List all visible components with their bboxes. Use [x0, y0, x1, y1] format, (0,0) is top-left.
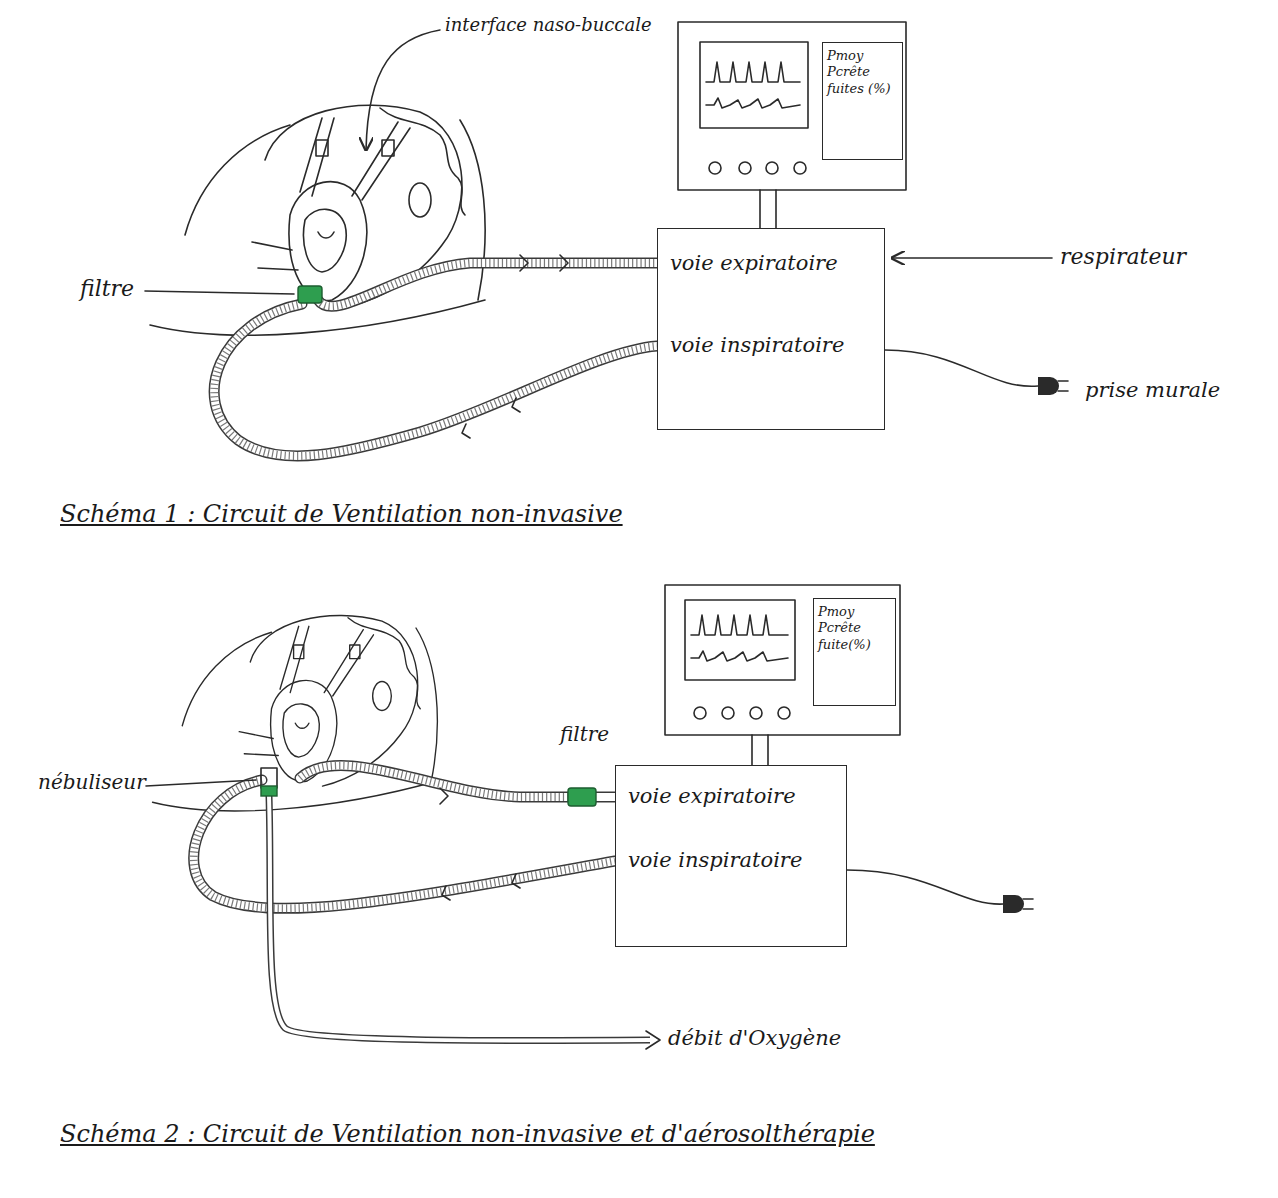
expiratory-tube	[318, 263, 657, 306]
monitor-frame	[678, 22, 906, 190]
pressure-wave	[691, 615, 788, 635]
leader-line	[146, 780, 256, 786]
expiratory-tube	[300, 765, 568, 797]
patient-figure	[153, 615, 438, 810]
callout-label: interface naso-buccale	[445, 14, 652, 36]
monitor-stand	[760, 190, 776, 228]
flow-arrow	[440, 788, 448, 804]
inspiratory-tube	[214, 304, 657, 456]
knob	[709, 162, 721, 174]
plug-prongs	[1058, 381, 1068, 391]
monitor-frame	[665, 585, 900, 735]
nebulizer-symbol	[261, 768, 277, 788]
figure-caption: Schéma 2 : Circuit de Ventilation non-in…	[60, 1120, 875, 1149]
patient-figure	[150, 105, 485, 335]
leader-arrow	[366, 30, 440, 150]
expiratory-tube	[596, 792, 615, 803]
knob	[794, 162, 806, 174]
flow-arrow	[462, 398, 520, 438]
filter-symbol	[298, 286, 322, 303]
inspiratory-tube	[194, 780, 615, 908]
figure-caption: Schéma 1 : Circuit de Ventilation non-in…	[60, 500, 623, 529]
plug-symbol	[1003, 895, 1024, 913]
expiratory-tube	[300, 765, 568, 797]
inspiratory-tube	[194, 780, 615, 908]
tubing	[214, 255, 657, 456]
oxygen-arrow	[646, 1031, 660, 1049]
monitor	[678, 22, 906, 228]
knob	[722, 707, 734, 719]
expiratory-tube	[300, 765, 568, 797]
expiratory-tube	[318, 263, 657, 306]
filter-symbol	[568, 788, 596, 806]
inspiratory-tube	[214, 304, 657, 456]
inspiratory-tube	[214, 304, 657, 456]
ventilator-box: voie expiratoire voie inspiratoire	[657, 228, 885, 430]
flow-wave	[706, 98, 800, 108]
power-cord	[847, 870, 1003, 904]
monitor-readout-panel: Pmoy Pcrête fuites (%)	[822, 42, 903, 160]
knob	[766, 162, 778, 174]
oxygen-tube	[269, 796, 650, 1041]
port-label: voie expiratoire	[670, 251, 838, 276]
leader-line	[145, 291, 294, 294]
port-label: voie inspiratoire	[628, 848, 802, 873]
monitor	[665, 585, 900, 765]
callout-label: filtre	[560, 722, 609, 746]
flow-wave	[691, 651, 788, 661]
inspiratory-tube	[194, 780, 615, 908]
callout-label: nébuliseur	[38, 770, 146, 794]
monitor-screen	[685, 600, 795, 680]
oxygen-tube	[269, 796, 650, 1041]
patient-head	[150, 105, 485, 335]
plug-prongs	[1023, 899, 1033, 909]
callout-label: filtre	[80, 276, 134, 302]
monitor-readout-panel: Pmoy Pcrête fuite(%)	[813, 598, 896, 706]
nebulizer-symbol	[261, 786, 277, 796]
readout-text: Pmoy Pcrête fuites (%)	[827, 48, 898, 97]
monitor-stand	[752, 735, 768, 765]
port-label: voie expiratoire	[628, 784, 796, 809]
tubing	[194, 765, 660, 1049]
expiratory-tube	[318, 263, 657, 306]
readout-text: Pmoy Pcrête fuite(%)	[818, 604, 891, 653]
port-label: voie inspiratoire	[670, 333, 844, 358]
knob	[694, 707, 706, 719]
callout-label: prise murale	[1085, 378, 1220, 403]
knob	[750, 707, 762, 719]
ventilator-box: voie expiratoire voie inspiratoire	[615, 765, 847, 947]
knob	[739, 162, 751, 174]
flow-arrow	[520, 255, 568, 271]
flow-arrow	[442, 874, 520, 900]
callout-label: débit d'Oxygène	[668, 1026, 841, 1051]
callout-label: respirateur	[1060, 244, 1186, 270]
pressure-wave	[706, 62, 800, 82]
power-cord	[885, 350, 1038, 386]
expiratory-tube	[596, 793, 615, 801]
patient-head	[153, 615, 438, 810]
leader-arrow	[892, 257, 1052, 259]
knob	[778, 707, 790, 719]
monitor-screen	[700, 42, 808, 128]
plug-symbol	[1038, 377, 1059, 395]
